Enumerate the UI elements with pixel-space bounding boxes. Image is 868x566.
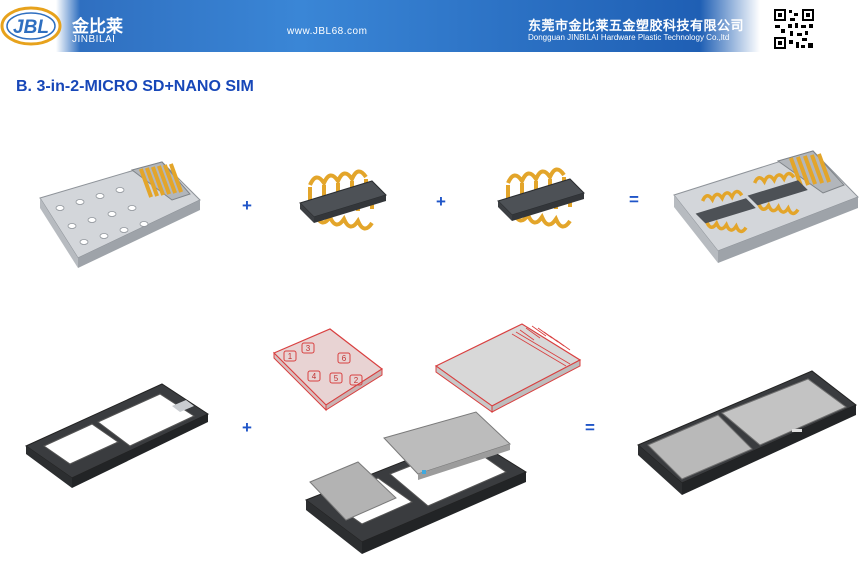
sim-pin-label: 2 — [354, 376, 359, 385]
micro-sd-card — [434, 323, 582, 413]
qr-code-icon — [772, 7, 816, 51]
plus-operator: + — [242, 196, 252, 215]
plus-operator: + — [242, 418, 252, 437]
logo-text: JBL — [13, 17, 49, 38]
website-link[interactable]: www.JBL68.com — [287, 26, 368, 37]
empty-card-tray — [24, 383, 210, 488]
equals-operator: = — [585, 418, 595, 437]
nano-sim-card: 1 3 6 4 5 2 — [272, 328, 384, 412]
header-banner — [0, 0, 868, 52]
closed-tray-assembly — [637, 370, 857, 495]
sim-pin-label: 5 — [334, 374, 339, 383]
sim-pin-label: 1 — [288, 352, 293, 361]
brand-name-en: JINBILAI — [72, 34, 116, 45]
company-name-en: Dongguan JINBILAI Hardware Plastic Techn… — [528, 33, 730, 42]
brand-name-cn: 金比莱 — [72, 17, 123, 37]
plus-operator: + — [436, 192, 446, 211]
company-name-cn: 东莞市金比莱五金塑胶科技有限公司 — [528, 19, 745, 34]
sd-card-connector-base — [39, 161, 201, 268]
assembled-connector — [673, 150, 859, 263]
sim-pin-grid: 1 3 6 4 5 2 — [283, 342, 363, 386]
sim-pin-label: 4 — [312, 372, 317, 381]
sim-contact-module — [299, 169, 387, 231]
sim-contact-module — [497, 167, 585, 229]
equals-operator: = — [629, 190, 639, 209]
section-title: B. 3-in-2-MICRO SD+NANO SIM — [16, 78, 254, 95]
sim-pin-label: 3 — [306, 344, 311, 353]
tray-with-cards — [304, 411, 528, 554]
jbl-logo: JBL — [0, 6, 62, 46]
sim-pin-label: 6 — [342, 354, 347, 363]
